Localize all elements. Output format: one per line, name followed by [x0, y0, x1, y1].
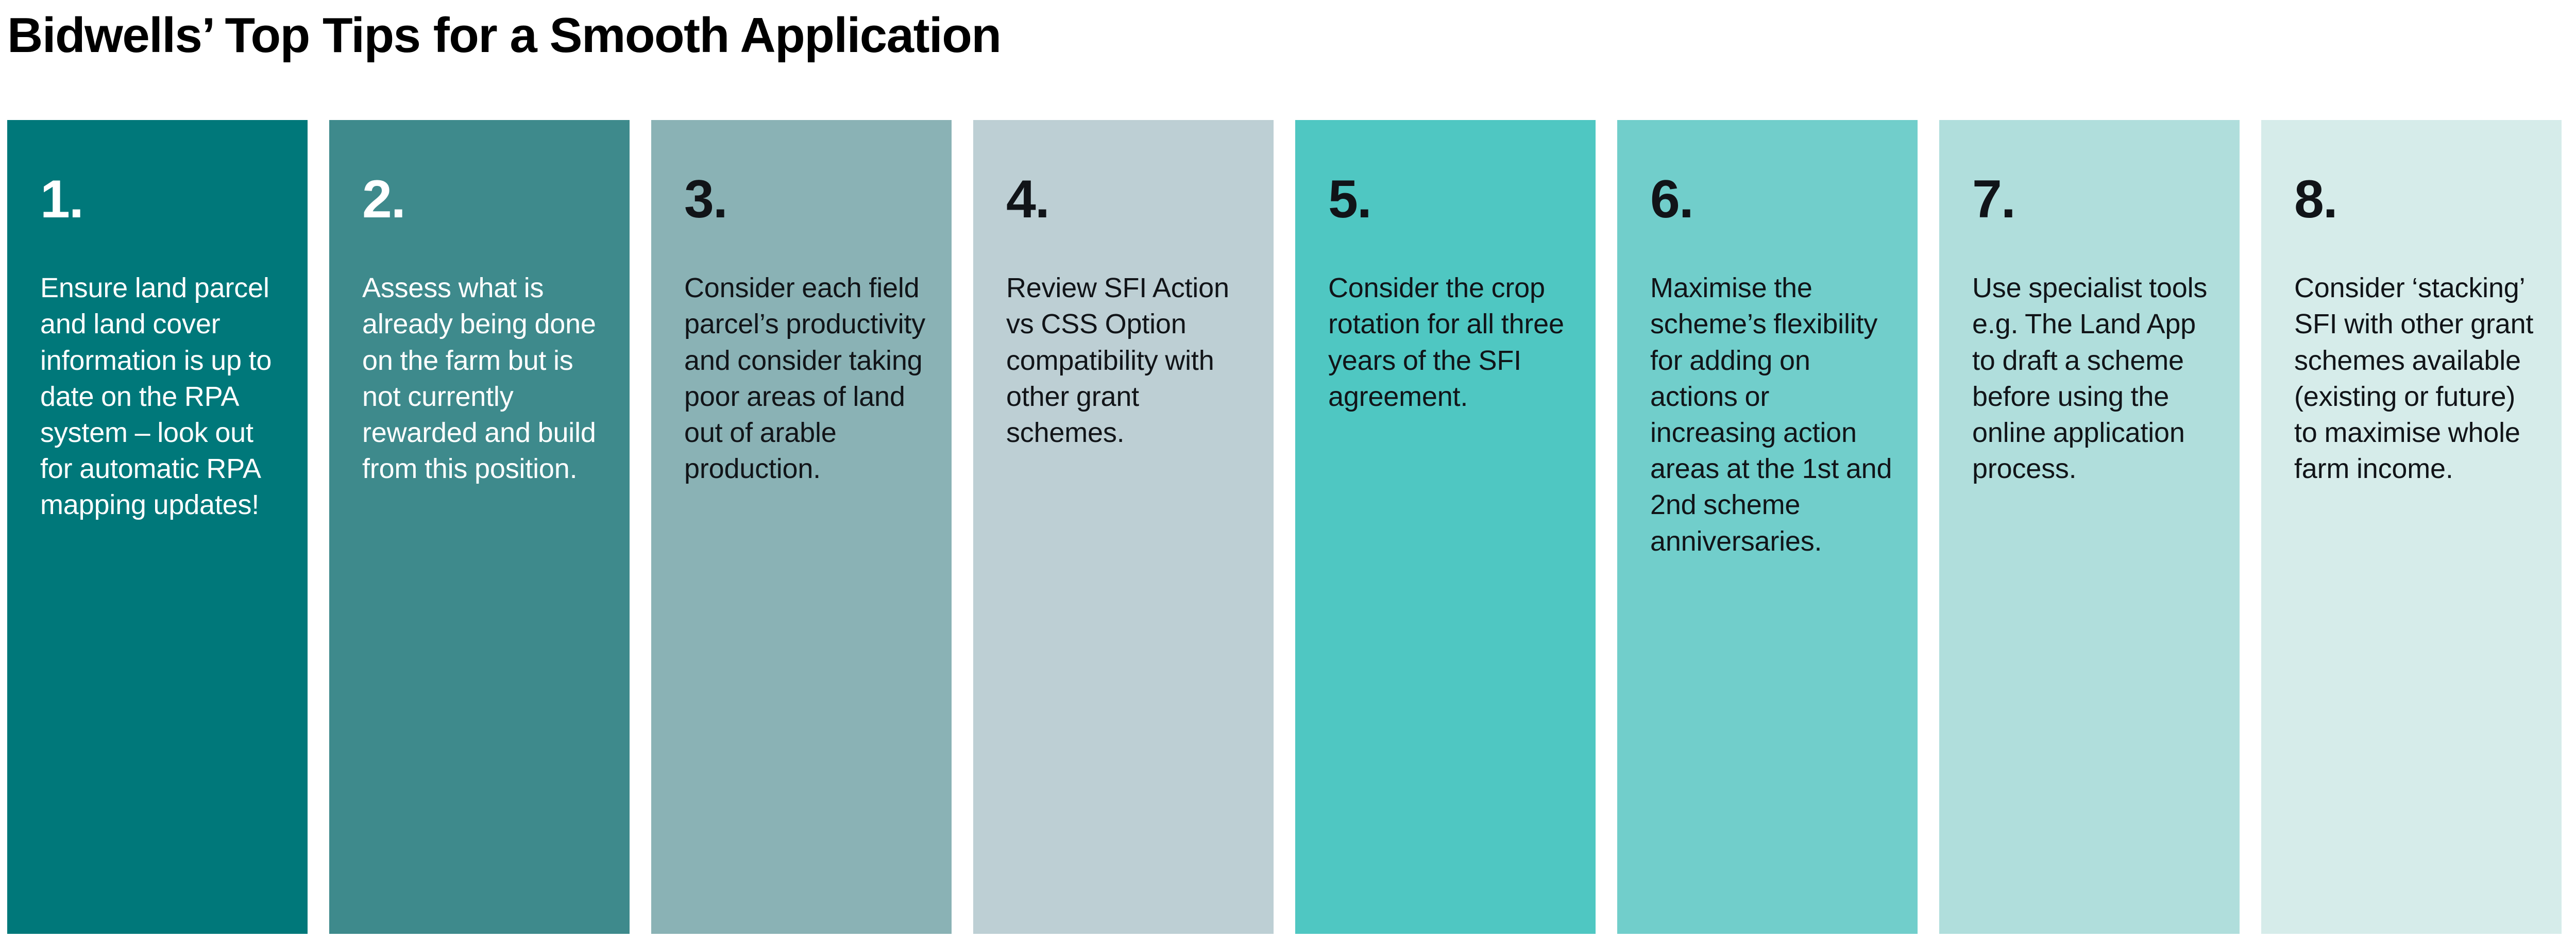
tip-text-6: Maximise the scheme’s flexibility for ad…: [1650, 272, 1892, 557]
tip-number-1: 1.: [40, 169, 84, 229]
tip-text-7: Use specialist tools e.g. The Land App t…: [1972, 272, 2208, 485]
tip-text-8: Consider ‘stacking’ SFI with other grant…: [2294, 272, 2534, 485]
tip-text-3: Consider each field parcel’s productivit…: [684, 272, 926, 485]
tip-card-3: 3. Consider each field parcel’s producti…: [651, 120, 952, 934]
tip-text-2: Assess what is already being done on the…: [362, 272, 596, 485]
tip-number-6: 6.: [1650, 169, 1694, 229]
tip-text-5: Consider the crop rotation for all three…: [1328, 272, 1564, 412]
tip-card-2: 2. Assess what is already being done on …: [329, 120, 630, 934]
tip-number-8: 8.: [2294, 169, 2338, 229]
tip-card-6: 6. Maximise the scheme’s flexibility for…: [1617, 120, 1918, 934]
tip-card-7: 7. Use specialist tools e.g. The Land Ap…: [1939, 120, 2240, 934]
tip-number-4: 4.: [1006, 169, 1050, 229]
tips-card-row: 1. Ensure land parcel and land cover inf…: [7, 120, 2562, 934]
tip-text-1: Ensure land parcel and land cover inform…: [40, 272, 272, 521]
tip-card-5: 5. Consider the crop rotation for all th…: [1295, 120, 1596, 934]
tip-number-5: 5.: [1328, 169, 1372, 229]
tip-card-1: 1. Ensure land parcel and land cover inf…: [7, 120, 308, 934]
tip-card-4: 4. Review SFI Action vs CSS Option compa…: [973, 120, 1274, 934]
tip-number-2: 2.: [362, 169, 406, 229]
tip-card-8: 8. Consider ‘stacking’ SFI with other gr…: [2261, 120, 2562, 934]
tip-number-7: 7.: [1972, 169, 2016, 229]
tip-text-4: Review SFI Action vs CSS Option compatib…: [1006, 272, 1229, 449]
tip-number-3: 3.: [684, 169, 728, 229]
page-title: Bidwells’ Top Tips for a Smooth Applicat…: [7, 7, 1002, 63]
